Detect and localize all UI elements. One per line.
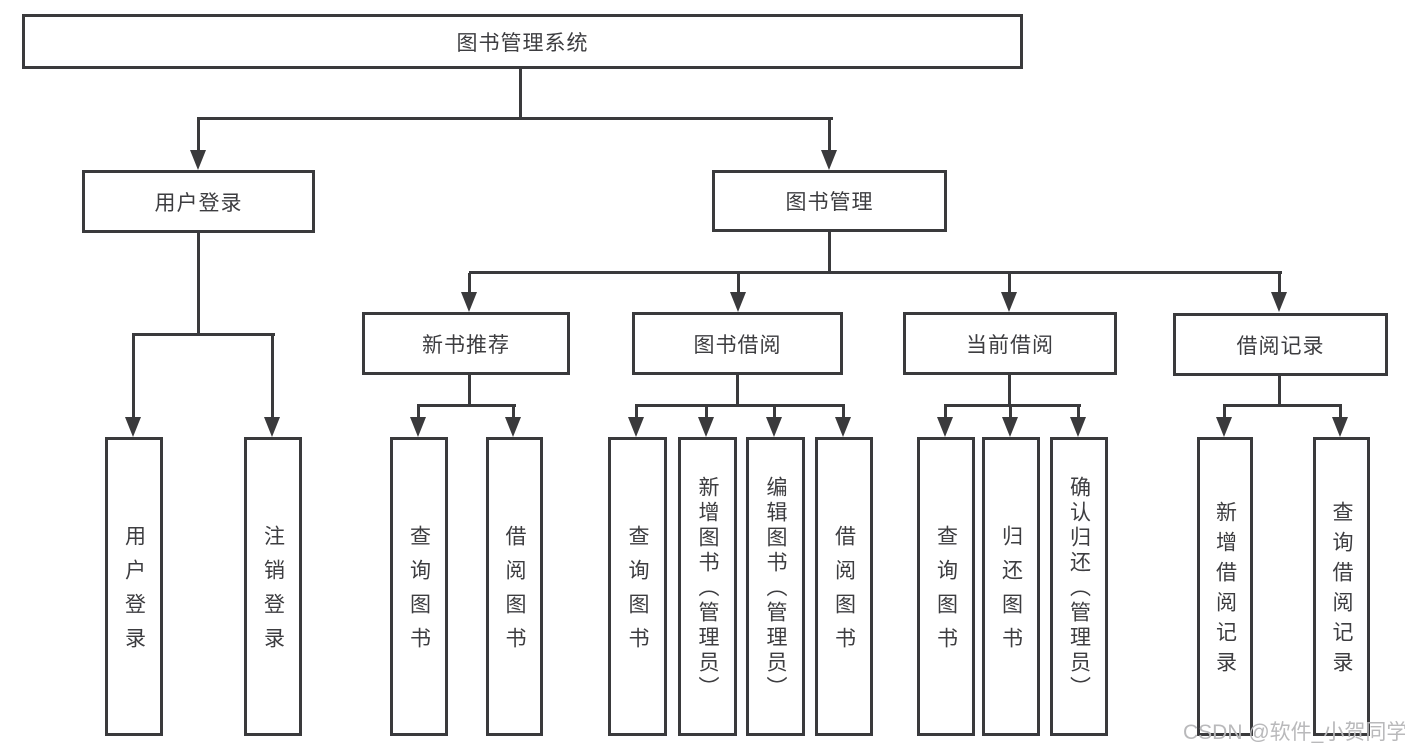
node-current-borrow: 当前借阅 xyxy=(903,312,1117,375)
arrow-down-icon xyxy=(1070,417,1086,437)
leaf-query-book-current: 查询图书 xyxy=(917,437,975,736)
connector-root-stem xyxy=(519,69,522,119)
connector-current-borrow-hbar xyxy=(944,404,1081,407)
connector-to-book-management xyxy=(828,119,831,155)
connector-root-hbar xyxy=(197,117,833,120)
arrow-down-icon xyxy=(730,292,746,312)
connector-to-leaf xyxy=(132,335,135,419)
leaf-label: 查询图书 xyxy=(934,525,958,661)
leaf-borrow-book: 借阅图书 xyxy=(815,437,873,736)
arrow-down-icon xyxy=(505,417,521,437)
node-user-login: 用户登录 xyxy=(82,170,315,233)
arrow-down-icon xyxy=(410,417,426,437)
leaf-edit-book-admin: 编辑图书（管理员） xyxy=(746,437,805,736)
node-label: 图书管理 xyxy=(785,191,874,214)
leaf-label: 借阅图书 xyxy=(832,525,856,661)
arrow-down-icon xyxy=(821,150,837,170)
connector-to-leaf xyxy=(512,406,515,419)
node-label: 当前借阅 xyxy=(966,333,1054,357)
connector-book-borrow-hbar xyxy=(635,404,845,407)
arrow-down-icon xyxy=(937,417,953,437)
connector-to-current-borrow xyxy=(1008,273,1011,295)
connector-new-rec-stem xyxy=(468,375,471,407)
connector-book-borrow-stem xyxy=(736,375,739,407)
connector-to-leaf xyxy=(773,406,776,419)
arrow-down-icon xyxy=(1002,417,1018,437)
leaf-return-book: 归还图书 xyxy=(982,437,1040,736)
node-library-management-system: 图书管理系统 xyxy=(22,14,1023,69)
leaf-label: 确认归还（管理员） xyxy=(1067,476,1091,701)
connector-book-mgmt-stem xyxy=(828,232,831,274)
leaf-label: 用户登录 xyxy=(122,525,146,661)
leaf-label: 新增借阅记录 xyxy=(1213,501,1237,681)
connector-to-leaf xyxy=(705,406,708,419)
leaf-logout: 注销登录 xyxy=(244,437,302,736)
node-label: 图书管理系统 xyxy=(456,31,589,55)
node-label: 借阅记录 xyxy=(1236,334,1325,358)
leaf-label: 新增图书（管理员） xyxy=(696,476,719,701)
arrow-down-icon xyxy=(264,417,280,437)
connector-to-new-book-recommend xyxy=(468,273,471,295)
connector-to-user-login xyxy=(197,119,200,155)
connector-current-borrow-stem xyxy=(1008,375,1011,407)
connector-to-leaf xyxy=(944,406,947,419)
arrow-down-icon xyxy=(1001,292,1017,312)
leaf-label: 查询图书 xyxy=(626,525,649,661)
node-borrow-records: 借阅记录 xyxy=(1173,313,1388,376)
connector-book-mgmt-hbar xyxy=(469,271,1282,274)
leaf-user-login: 用户登录 xyxy=(105,437,163,736)
arrow-down-icon xyxy=(766,417,782,437)
arrow-down-icon xyxy=(125,417,141,437)
connector-to-leaf xyxy=(1009,406,1012,419)
csdn-watermark: CSDN @软件_小贺同学 xyxy=(1183,721,1405,744)
arrow-down-icon xyxy=(461,292,477,312)
connector-user-login-stem xyxy=(197,233,200,336)
leaf-label: 借阅图书 xyxy=(503,525,526,661)
arrow-down-icon xyxy=(1216,417,1232,437)
connector-to-leaf xyxy=(271,335,274,419)
connector-to-leaf xyxy=(417,406,420,419)
leaf-confirm-return-admin: 确认归还（管理员） xyxy=(1050,437,1108,736)
connector-to-leaf xyxy=(1339,406,1342,419)
arrow-down-icon xyxy=(190,150,206,170)
node-new-book-recommend: 新书推荐 xyxy=(362,312,570,375)
connector-to-leaf xyxy=(842,406,845,419)
leaf-add-borrow-record: 新增借阅记录 xyxy=(1197,437,1253,736)
leaf-label: 注销登录 xyxy=(261,525,285,661)
connector-user-login-hbar xyxy=(132,333,275,336)
node-book-borrow: 图书借阅 xyxy=(632,312,843,375)
connector-to-book-borrow xyxy=(737,273,740,295)
leaf-query-borrow-record: 查询借阅记录 xyxy=(1313,437,1370,736)
leaf-label: 编辑图书（管理员） xyxy=(764,476,787,701)
leaf-label: 归还图书 xyxy=(999,525,1023,661)
node-label: 图书借阅 xyxy=(693,333,782,357)
leaf-label: 查询借阅记录 xyxy=(1330,501,1353,681)
connector-records-hbar xyxy=(1223,404,1342,407)
connector-records-stem xyxy=(1278,376,1281,407)
arrow-down-icon xyxy=(1332,417,1348,437)
leaf-query-book-borrow: 查询图书 xyxy=(608,437,667,736)
arrow-down-icon xyxy=(1271,292,1287,312)
node-label: 用户登录 xyxy=(154,191,243,215)
connector-to-leaf xyxy=(1077,406,1080,419)
leaf-label: 查询图书 xyxy=(407,525,431,661)
leaf-borrow-book-recommend: 借阅图书 xyxy=(486,437,543,736)
node-label: 新书推荐 xyxy=(422,333,510,357)
connector-to-leaf xyxy=(1223,406,1226,419)
node-book-management: 图书管理 xyxy=(712,170,947,232)
arrow-down-icon xyxy=(628,417,644,437)
arrow-down-icon xyxy=(835,417,851,437)
connector-to-borrow-records xyxy=(1278,273,1281,295)
leaf-add-book-admin: 新增图书（管理员） xyxy=(678,437,737,736)
connector-new-rec-hbar xyxy=(417,404,516,407)
leaf-query-book-recommend: 查询图书 xyxy=(390,437,448,736)
connector-to-leaf xyxy=(635,406,638,419)
arrow-down-icon xyxy=(698,417,714,437)
